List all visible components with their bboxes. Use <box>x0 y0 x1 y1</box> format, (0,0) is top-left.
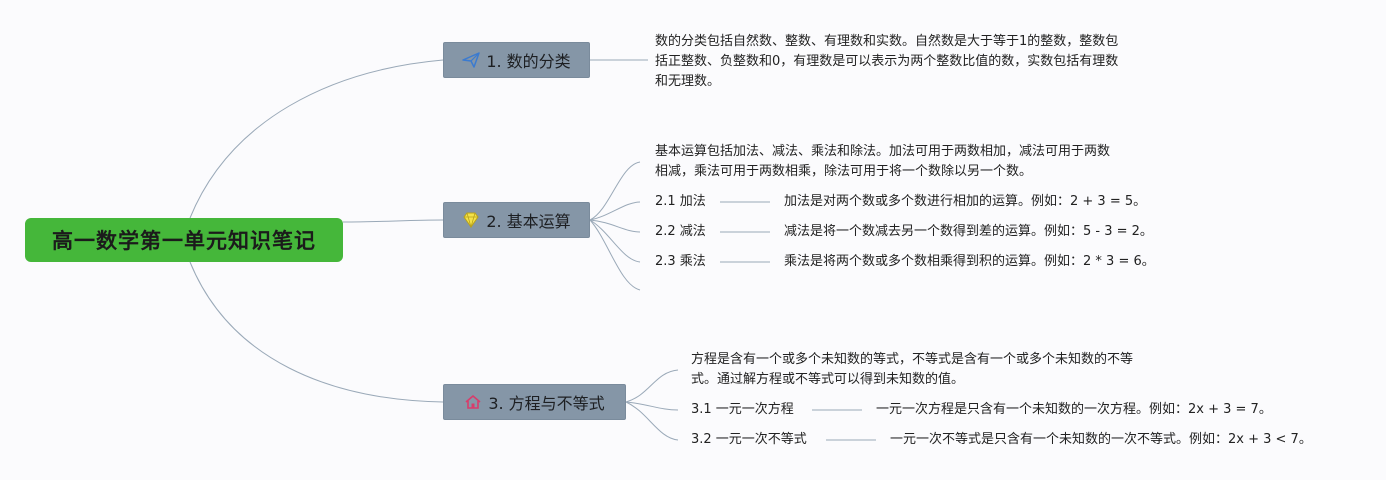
subtopic-linear-inequality-detail: 一元一次不等式是只含有一个未知数的一次不等式。例如：2x + 3 < 7。 <box>890 432 1312 447</box>
topic1-note: 数的分类包括自然数、整数、有理数和实数。自然数是大于等于1的整数，整数包 括正整… <box>655 32 1165 92</box>
subtopic-linear-equation-detail: 一元一次方程是只含有一个未知数的一次方程。例如：2x + 3 = 7。 <box>876 402 1272 417</box>
link-topic3-item2 <box>625 401 679 441</box>
subtopic-multiplication[interactable]: 2.3 乘法 <box>655 254 706 269</box>
note-line: 相减，乘法可用于两数相乘，除法可用于将一个数除以另一个数。 <box>655 164 1033 179</box>
subtopic-addition[interactable]: 2.1 加法 <box>655 194 706 209</box>
link-topic2-desc <box>589 161 641 221</box>
paper-plane-icon <box>462 52 481 68</box>
subtopic-subtraction[interactable]: 2.2 减法 <box>655 224 706 239</box>
topic-label: 2. 基本运算 <box>486 212 571 231</box>
note-line: 基本运算包括加法、减法、乘法和除法。加法可用于两数相加，减法可用于两数 <box>655 144 1111 159</box>
subtopic-linear-inequality[interactable]: 3.2 一元一次不等式 <box>691 432 807 447</box>
note-line: 式。通过解方程或不等式可以得到未知数的值。 <box>691 372 965 387</box>
link-topic2-item1 <box>589 201 641 221</box>
note-line: 数的分类包括自然数、整数、有理数和实数。自然数是大于等于1的整数，整数包 <box>655 34 1119 49</box>
link-topic3-item1 <box>625 401 679 411</box>
topic2-note: 基本运算包括加法、减法、乘法和除法。加法可用于两数相加，减法可用于两数 相减，乘… <box>655 142 1155 182</box>
link-root-topic3 <box>189 261 444 403</box>
topic3-note: 方程是含有一个或多个未知数的等式，不等式是含有一个或多个未知数的不等 式。通过解… <box>691 350 1181 390</box>
subtopic-subtraction-detail: 减法是将一个数减去另一个数得到差的运算。例如：5 - 3 = 2。 <box>784 224 1153 239</box>
link-root-topic2 <box>342 219 444 223</box>
link-root-topic1 <box>189 59 444 219</box>
topic-label: 3. 方程与不等式 <box>488 394 605 413</box>
note-line: 和无理数。 <box>655 74 721 89</box>
link-topic2-item2 <box>589 219 641 233</box>
note-line: 括正整数、负整数和0，有理数是可以表示为两个整数比值的数，实数包括有理数 <box>655 54 1119 69</box>
diamond-icon <box>463 212 479 228</box>
topic-label: 1. 数的分类 <box>486 52 571 71</box>
house-icon <box>465 395 481 409</box>
link-topic2-extra <box>589 219 641 291</box>
subtopic-multiplication-detail: 乘法是将两个数或多个数相乘得到积的运算。例如：2 * 3 = 6。 <box>784 254 1155 269</box>
note-line: 方程是含有一个或多个未知数的等式，不等式是含有一个或多个未知数的不等 <box>691 352 1134 367</box>
subtopic-addition-detail: 加法是对两个数或多个数进行相加的运算。例如：2 + 3 = 5。 <box>784 194 1147 209</box>
root-title: 高一数学第一单元知识笔记 <box>52 229 316 253</box>
topic-number-classification[interactable]: 1. 数的分类 <box>443 42 590 78</box>
root-node[interactable]: 高一数学第一单元知识笔记 <box>25 218 343 262</box>
link-topic2-item3 <box>589 219 641 263</box>
subtopic-linear-equation[interactable]: 3.1 一元一次方程 <box>691 402 794 417</box>
topic-equations-inequalities[interactable]: 3. 方程与不等式 <box>443 384 626 420</box>
topic-basic-operations[interactable]: 2. 基本运算 <box>443 202 590 238</box>
link-topic3-desc <box>625 369 679 403</box>
